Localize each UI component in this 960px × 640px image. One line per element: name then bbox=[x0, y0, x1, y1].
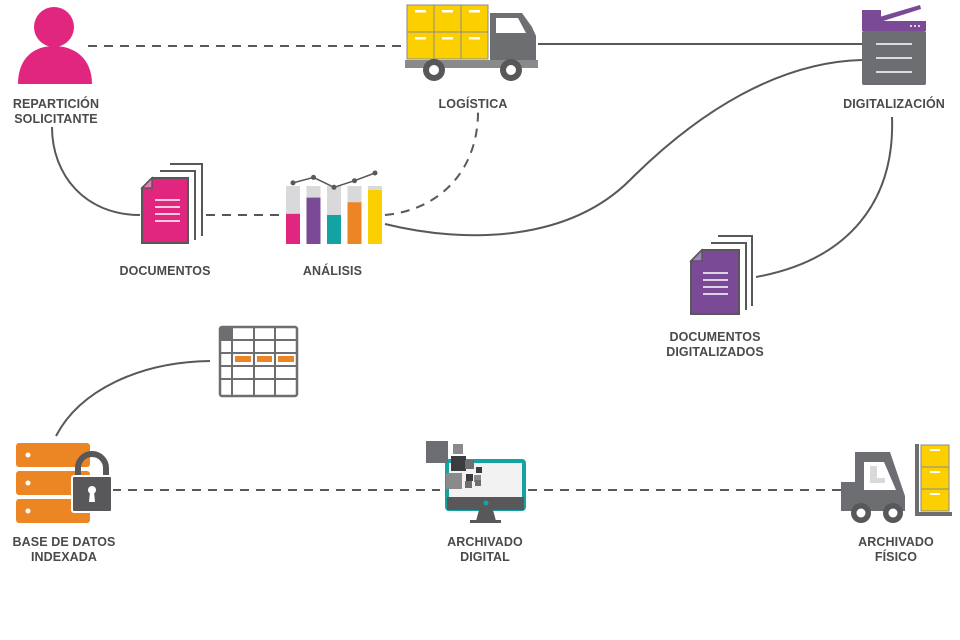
label-line: ARCHIVADO bbox=[447, 535, 523, 549]
trend-point bbox=[311, 174, 316, 180]
label-archivado-fisico: ARCHIVADO FÍSICO bbox=[836, 535, 956, 565]
connector-analisis-digitalizacion bbox=[384, 59, 863, 237]
connector-reparticion-documentos bbox=[51, 126, 141, 216]
label-line: INDEXADA bbox=[30, 550, 98, 564]
label-line: BASE DE DATOS bbox=[12, 535, 116, 549]
connector-analisis-logistica bbox=[384, 111, 479, 216]
label-logistica: LOGÍSTICA bbox=[413, 97, 533, 112]
label-digitalizacion: DIGITALIZACIÓN bbox=[828, 97, 960, 112]
bar bbox=[368, 190, 382, 244]
label-line: REPARTICIÓN bbox=[12, 97, 100, 111]
connector-indice-basedatos bbox=[55, 360, 211, 437]
label-line: DOCUMENTOS bbox=[119, 264, 211, 278]
bar-chart-icon bbox=[286, 170, 382, 244]
monitor-icon bbox=[426, 441, 526, 523]
trend-point bbox=[352, 178, 357, 184]
label-line: FÍSICO bbox=[874, 550, 918, 564]
label-documentos-digitalizados: DOCUMENTOS DIGITALIZADOS bbox=[650, 330, 780, 360]
bar bbox=[347, 202, 362, 244]
label-line: LOGÍSTICA bbox=[438, 97, 508, 111]
bar bbox=[286, 213, 300, 244]
truck-icon bbox=[405, 4, 538, 81]
bar bbox=[327, 215, 341, 244]
label-archivado-digital: ARCHIVADO DIGITAL bbox=[425, 535, 545, 565]
documents-icon bbox=[140, 163, 203, 244]
label-line: DIGITALIZACIÓN bbox=[843, 97, 945, 111]
label-line: DIGITALIZADOS bbox=[666, 345, 764, 359]
label-analisis: ANÁLISIS bbox=[280, 264, 385, 279]
label-line: SOLICITANTE bbox=[14, 112, 98, 126]
digital-documents-icon bbox=[689, 235, 753, 315]
person-icon bbox=[18, 7, 92, 84]
locked-database-icon bbox=[16, 443, 113, 523]
bar bbox=[306, 197, 321, 244]
label-line: ANÁLISIS bbox=[302, 264, 363, 278]
label-reparticion-solicitante: REPARTICIÓN SOLICITANTE bbox=[0, 97, 112, 127]
connectors bbox=[51, 43, 894, 491]
trend-point bbox=[372, 170, 378, 176]
scanner-icon bbox=[862, 5, 926, 85]
connector-digitalizacion-docsdig bbox=[755, 116, 894, 278]
label-line: DOCUMENTOS bbox=[669, 330, 761, 344]
label-line: DIGITAL bbox=[460, 550, 510, 564]
spreadsheet-icon bbox=[218, 325, 299, 398]
label-base-de-datos-indexada: BASE DE DATOS INDEXADA bbox=[0, 535, 128, 565]
forklift-icon bbox=[841, 444, 952, 523]
label-documentos: DOCUMENTOS bbox=[100, 264, 230, 279]
label-line: ARCHIVADO bbox=[858, 535, 934, 549]
trend-point bbox=[290, 180, 296, 186]
trend-point bbox=[331, 184, 337, 190]
